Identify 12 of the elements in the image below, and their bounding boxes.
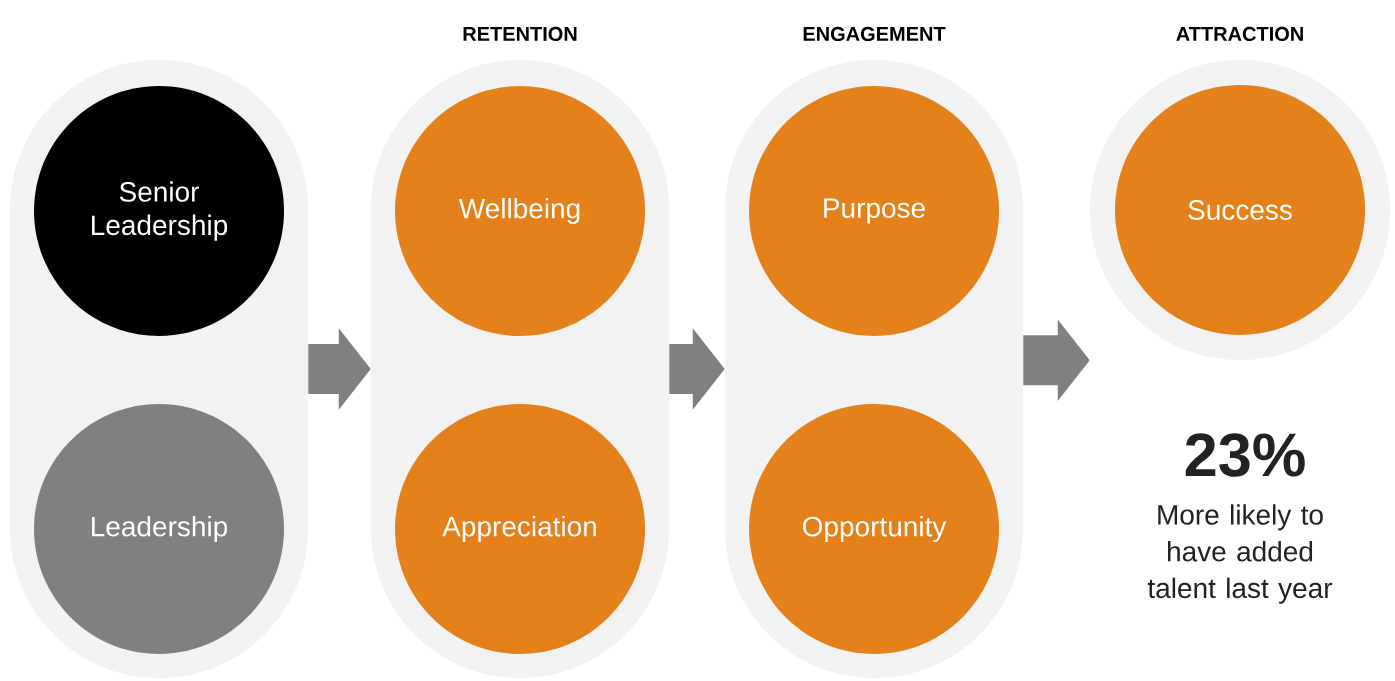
circle-node: Appreciation [395, 404, 645, 654]
circle-node: Leadership [34, 404, 284, 654]
circle-node: Senior Leadership [34, 86, 284, 336]
circle-node: Wellbeing [395, 86, 645, 336]
statistic-note: More likely to have added talent last year [1147, 504, 1333, 604]
node-label: RETENTION [463, 26, 577, 42]
circle-node: Opportunity [749, 404, 999, 654]
node-label: ENGAGEMENT [803, 26, 946, 42]
percentage-figure: 23% [1185, 433, 1305, 477]
circle-node: Success [1115, 85, 1365, 335]
circle-node: Purpose [749, 86, 999, 336]
node-label: ATTRACTION [1176, 26, 1303, 42]
